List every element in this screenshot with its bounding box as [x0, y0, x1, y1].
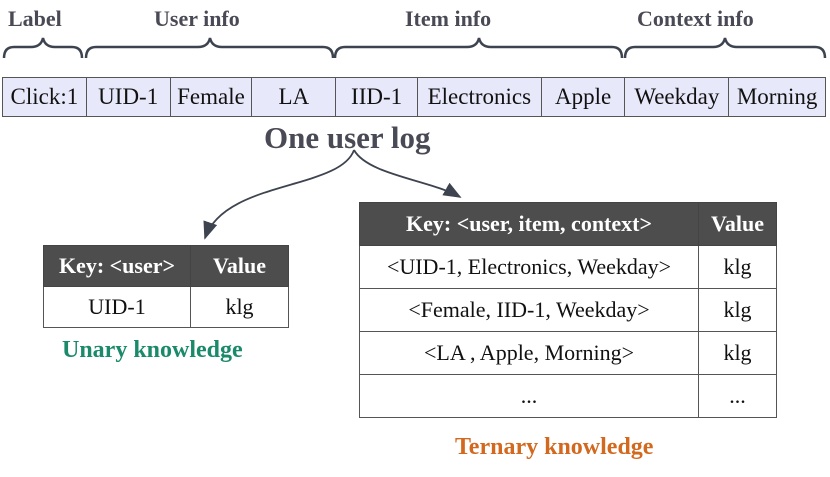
ternary-key-cell: <Female, IID-1, Weekday>: [359, 288, 699, 332]
table-row: ... ...: [359, 374, 777, 418]
ternary-knowledge-caption: Ternary knowledge: [455, 434, 654, 460]
log-cell-brand: Apple: [541, 78, 626, 116]
log-cell-day: Weekday: [625, 78, 730, 116]
ternary-key-cell: <LA , Apple, Morning>: [359, 331, 699, 375]
context-group-bracket: [623, 37, 827, 59]
log-cell-iid: IID-1: [336, 78, 418, 116]
ternary-knowledge-table: Key: <user, item, context> Value <UID-1,…: [359, 202, 777, 418]
group-label-user: User info: [154, 6, 240, 31]
table-header-row: Key: <user> Value: [43, 245, 289, 287]
table-row: <LA , Apple, Morning> klg: [359, 331, 777, 375]
user-group-bracket: [84, 37, 335, 59]
unary-key-header: Key: <user>: [43, 245, 191, 287]
log-cell-time: Morning: [729, 78, 825, 116]
label-group-bracket: [2, 37, 84, 59]
user-log-caption: One user log: [264, 120, 431, 155]
log-cell-category: Electronics: [417, 78, 542, 116]
ternary-value-cell: ...: [698, 374, 777, 418]
item-group-bracket: [333, 37, 624, 59]
ternary-value-cell: klg: [698, 245, 777, 289]
table-header-row: Key: <user, item, context> Value: [359, 202, 777, 246]
ternary-key-header: Key: <user, item, context>: [359, 202, 699, 246]
ternary-value-header: Value: [698, 202, 777, 246]
arrow-to-ternary: [353, 149, 462, 198]
arrow-to-unary: [203, 149, 355, 240]
unary-key-cell: UID-1: [43, 286, 191, 328]
group-label-context: Context info: [637, 6, 754, 31]
unary-knowledge-caption: Unary knowledge: [62, 337, 243, 363]
ternary-key-cell: ...: [359, 374, 699, 418]
unary-knowledge-table: Key: <user> Value UID-1 klg: [43, 245, 289, 328]
table-row: UID-1 klg: [43, 286, 289, 328]
user-log-row: Click:1 UID-1 Female LA IID-1 Electronic…: [2, 77, 826, 117]
group-label-item: Item info: [405, 6, 492, 31]
unary-value-header: Value: [190, 245, 289, 287]
table-row: <Female, IID-1, Weekday> klg: [359, 288, 777, 332]
log-cell-uid: UID-1: [86, 78, 171, 116]
ternary-key-cell: <UID-1, Electronics, Weekday>: [359, 245, 699, 289]
ternary-value-cell: klg: [698, 288, 777, 332]
log-cell-gender: Female: [170, 78, 253, 116]
table-row: <UID-1, Electronics, Weekday> klg: [359, 245, 777, 289]
group-label-label: Label: [8, 6, 62, 31]
ternary-value-cell: klg: [698, 331, 777, 375]
log-cell-label: Click:1: [3, 78, 87, 116]
unary-value-cell: klg: [190, 286, 289, 328]
log-cell-location: LA: [252, 78, 337, 116]
